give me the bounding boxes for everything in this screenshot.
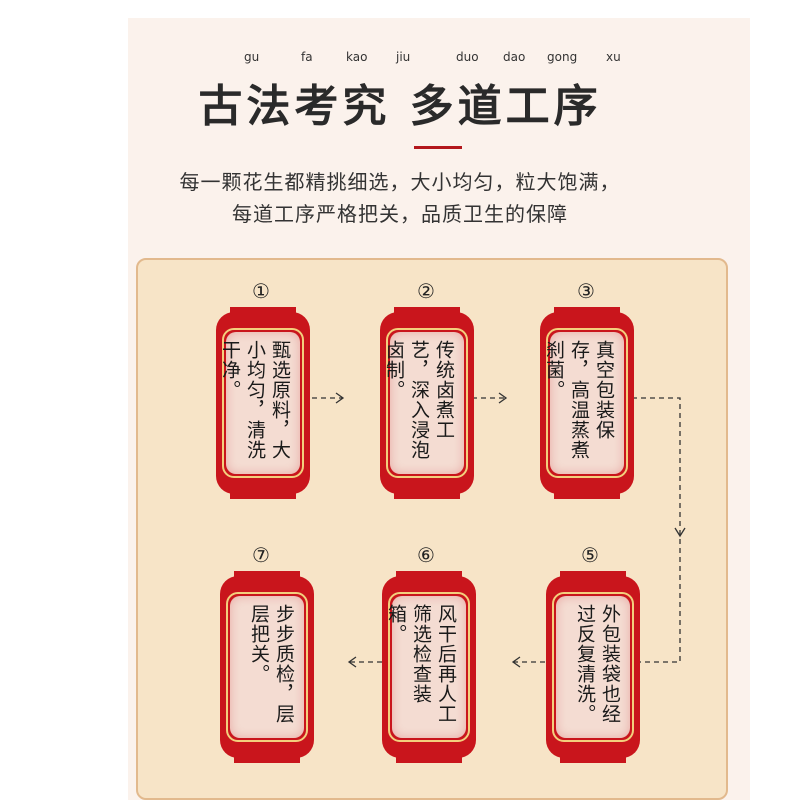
step-number-7: ⑦ <box>252 543 270 567</box>
arrow-3-5 <box>632 397 681 663</box>
step-card-5: 外包装袋也经过反复清洗。 <box>546 571 640 763</box>
pinyin-xu: xu <box>606 50 621 64</box>
step-text-2: 传统卤煮工艺，深入浸泡卤制。 <box>383 340 455 460</box>
pinyin-kao: kao <box>346 50 368 64</box>
subtitle-line-1: 每一颗花生都精挑细选，大小均匀，粒大饱满， <box>179 170 621 194</box>
arrowhead-6-7 <box>347 656 357 668</box>
step-number-2: ② <box>417 279 435 303</box>
subtitle-line-2: 每道工序严格把关，品质卫生的保障 <box>232 202 568 226</box>
step-text-7: 步步质检，层层把关。 <box>248 604 295 724</box>
arrowhead-down <box>674 527 686 538</box>
page-title: 古法考究 多道工序 <box>198 81 602 132</box>
step-number-6: ⑥ <box>417 543 435 567</box>
pinyin-gong: gong <box>547 50 578 64</box>
pinyin-fa: fa <box>301 50 313 64</box>
step-text-1: 甄选原料，大小均匀，清洗干净。 <box>219 340 291 460</box>
step-card-2: 传统卤煮工艺，深入浸泡卤制。 <box>380 307 474 499</box>
step-number-5: ⑤ <box>581 543 599 567</box>
step-card-7: 步步质检，层层把关。 <box>220 571 314 763</box>
step-text-5: 外包装袋也经过反复清洗。 <box>574 604 621 724</box>
step-card-1: 甄选原料，大小均匀，清洗干净。 <box>216 307 310 499</box>
pinyin-jiu: jiu <box>396 50 411 64</box>
step-card-3: 真空包装保存，高温蒸煮刹菌。 <box>540 307 634 499</box>
pinyin-gu: gu <box>244 50 260 64</box>
pinyin-duo: duo <box>456 50 479 64</box>
arrowhead-1-2 <box>335 392 345 404</box>
step-number-1: ① <box>252 279 270 303</box>
step-text-3: 真空包装保存，高温蒸煮刹菌。 <box>543 340 615 460</box>
step-card-6: 风干后再人工筛选检查装箱。 <box>382 571 476 763</box>
arrowhead-2-3 <box>498 392 508 404</box>
step-number-3: ③ <box>577 279 595 303</box>
arrowhead-5-6 <box>511 656 521 668</box>
step-text-6: 风干后再人工筛选检查装箱。 <box>385 604 457 724</box>
title-divider <box>414 146 462 149</box>
pinyin-dao: dao <box>503 50 526 64</box>
